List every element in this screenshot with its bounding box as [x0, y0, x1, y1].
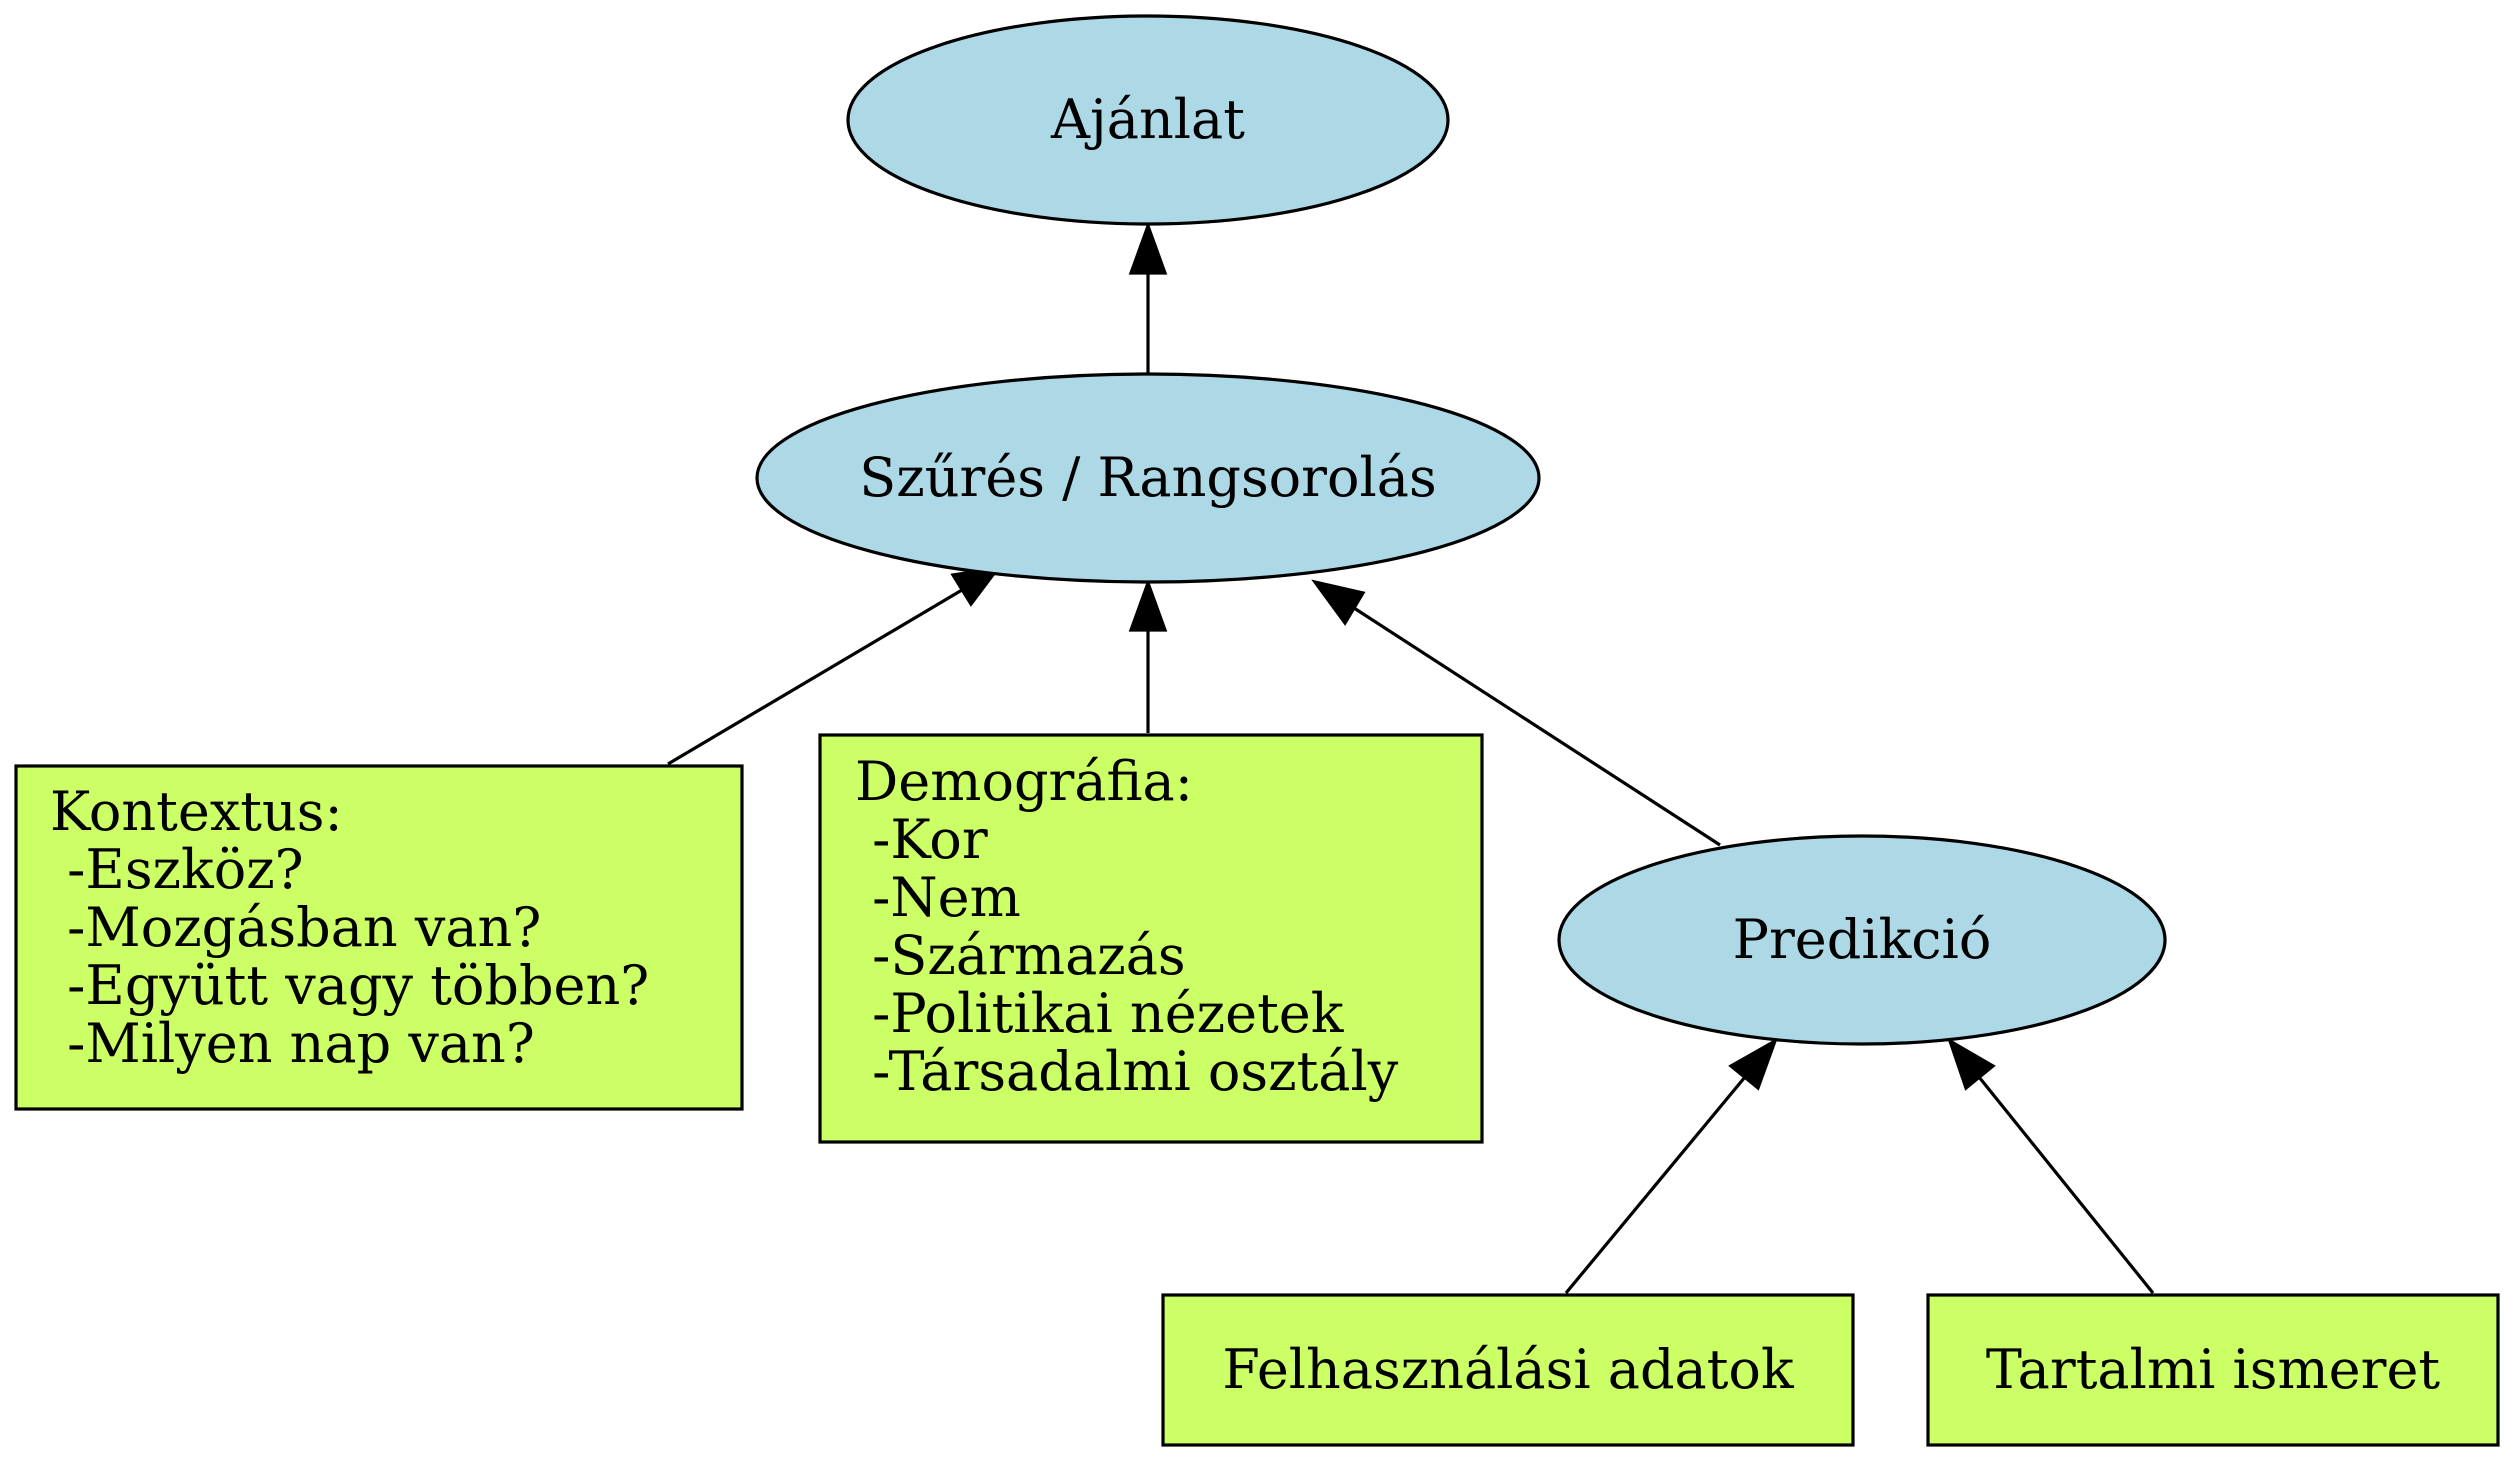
node-demografia: Demográfia: -Kor -Nem -Származás -Politi… — [818, 733, 1484, 1144]
node-demografia-shape — [818, 733, 1484, 1144]
edge-felhasznalasi-to-predikcio — [1564, 1037, 1778, 1295]
edge-demografia-to-szures — [1128, 578, 1168, 733]
node-kontextus-line: -Együtt vagy többen? — [50, 954, 649, 1017]
node-demografia-line: -Kor — [855, 808, 988, 871]
node-felhasznalasi: Felhasználási adatok — [1161, 1293, 1855, 1447]
node-demografia-text: Demográfia: -Kor -Nem -Származás -Politi… — [855, 750, 1484, 1103]
arrowhead — [1728, 1037, 1778, 1091]
arrowhead — [1947, 1037, 1996, 1091]
node-predikcio: Predikció — [1557, 834, 2167, 1046]
node-szures: Szűrés / Rangsorolás — [755, 372, 1541, 584]
node-kontextus: Kontextus: -Eszköz? -Mozgásban van? -Egy… — [14, 764, 769, 1111]
edge-szures-to-ajanlat — [1128, 221, 1168, 375]
node-demografia-line: Demográfia: — [855, 750, 1193, 813]
node-felhasznalasi-shape — [1161, 1293, 1855, 1447]
edge-predikcio-to-szures — [1311, 579, 1721, 847]
node-demografia-line: -Politikai nézetek — [855, 982, 1345, 1045]
node-ajanlat: Ajánlat — [846, 14, 1450, 226]
node-kontextus-shape — [14, 764, 744, 1111]
edges — [667, 221, 2155, 1295]
node-tartalmi: Tartalmi ismeret — [1926, 1293, 2500, 1447]
node-kontextus-line: Kontextus: — [50, 780, 343, 843]
node-demografia-line: -Nem — [855, 866, 1021, 929]
node-tartalmi-label: Tartalmi ismeret — [1986, 1338, 2441, 1401]
node-ajanlat-label: Ajánlat — [1050, 88, 1245, 151]
arrowhead — [1128, 578, 1168, 632]
node-demografia-line: -Társadalmi osztály — [855, 1040, 1399, 1103]
node-kontextus-line: -Mozgásban van? — [50, 896, 541, 959]
node-kontextus-line: -Milyen nap van? — [50, 1012, 535, 1075]
edge-tartalmi-to-predikcio — [1947, 1037, 2155, 1295]
node-tartalmi-shape — [1926, 1293, 2500, 1447]
arrowhead — [1128, 221, 1168, 275]
node-kontextus-line: -Eszköz? — [50, 838, 304, 901]
arrowhead — [1311, 579, 1366, 626]
node-ajanlat-shape — [846, 14, 1450, 226]
node-felhasznalasi-label: Felhasználási adatok — [1222, 1338, 1795, 1401]
node-kontextus-text: Kontextus: -Eszköz? -Mozgásban van? -Egy… — [50, 780, 769, 1075]
node-predikcio-label: Predikció — [1733, 908, 1992, 971]
node-predikcio-shape — [1557, 834, 2167, 1046]
node-szures-shape — [755, 372, 1541, 584]
node-szures-label: Szűrés / Rangsorolás — [859, 446, 1436, 509]
node-demografia-line: -Származás — [855, 924, 1186, 987]
